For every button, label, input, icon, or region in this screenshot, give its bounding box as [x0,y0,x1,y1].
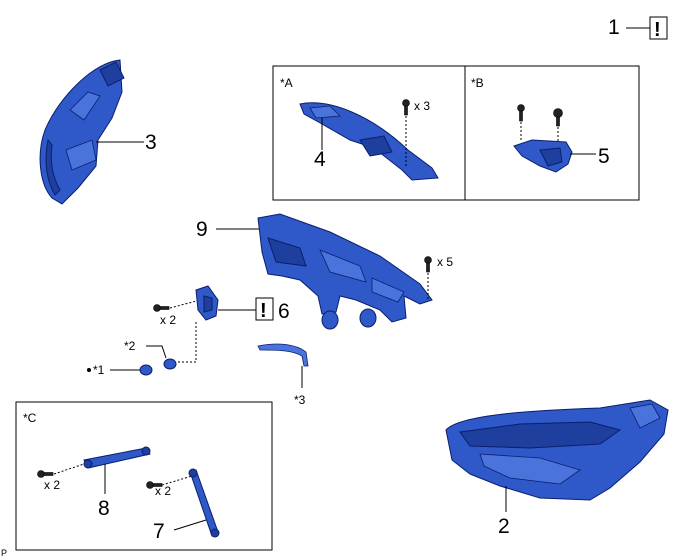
note-1-dot [87,368,91,372]
qty-x5: x 5 [437,255,453,269]
qty-x2-bracket: x 2 [160,313,176,327]
leader-note-2 [146,345,167,359]
callout-9: 9 [196,218,208,241]
caution-box-1 [649,16,668,40]
caution-box-6 [255,297,274,321]
dash-bolt-6 [169,299,201,309]
callout-6: 6 [278,300,290,323]
part-6-bracket [195,285,219,321]
callout-4: 4 [314,148,326,171]
callout-1: 1 [608,16,620,39]
wire-part [257,343,309,367]
box-a-label: *A [280,76,293,90]
note-2: *2 [124,339,136,353]
qty-x2-rod8: x 2 [44,478,60,492]
caution-mark-6: ! [260,300,267,322]
callout-8: 8 [98,497,110,520]
leader-7 [173,519,207,531]
part-5-bracket [513,139,573,173]
bolt-b1 [517,104,525,122]
note-3: *3 [294,393,306,407]
dash-clip [178,320,197,363]
dash-bolt-8 [53,463,85,475]
callout-5: 5 [598,145,610,168]
bolt-9 [424,256,432,273]
dash-bolt-7 [161,475,193,486]
callout-7: 7 [153,520,165,543]
part-8-rod [83,446,151,469]
bolt-6 [153,304,170,312]
part-7-rod [188,468,220,538]
part-2-headlamp-assembly [445,399,669,501]
qty-x2-rod7: x 2 [155,484,171,498]
bolt-b2 [553,108,563,127]
bolt-8 [37,470,54,478]
callout-2: 2 [498,515,510,538]
cap-part [139,364,153,376]
box-b-label: *B [471,76,484,90]
part-3-headlamp-housing [39,59,125,205]
bolt-7 [146,481,163,489]
box-b [464,65,640,201]
caution-mark-1: ! [654,19,661,41]
box-c-label: *C [23,411,37,425]
box-c [15,401,273,551]
qty-x3: x 3 [414,99,430,113]
part-4-cover [299,102,439,181]
footer-mark: P [1,548,7,558]
bolt-a [402,99,410,116]
note-1: *1 [93,363,105,377]
callout-3: 3 [145,131,157,154]
clip-part [163,358,177,370]
part-9-support [257,213,433,330]
